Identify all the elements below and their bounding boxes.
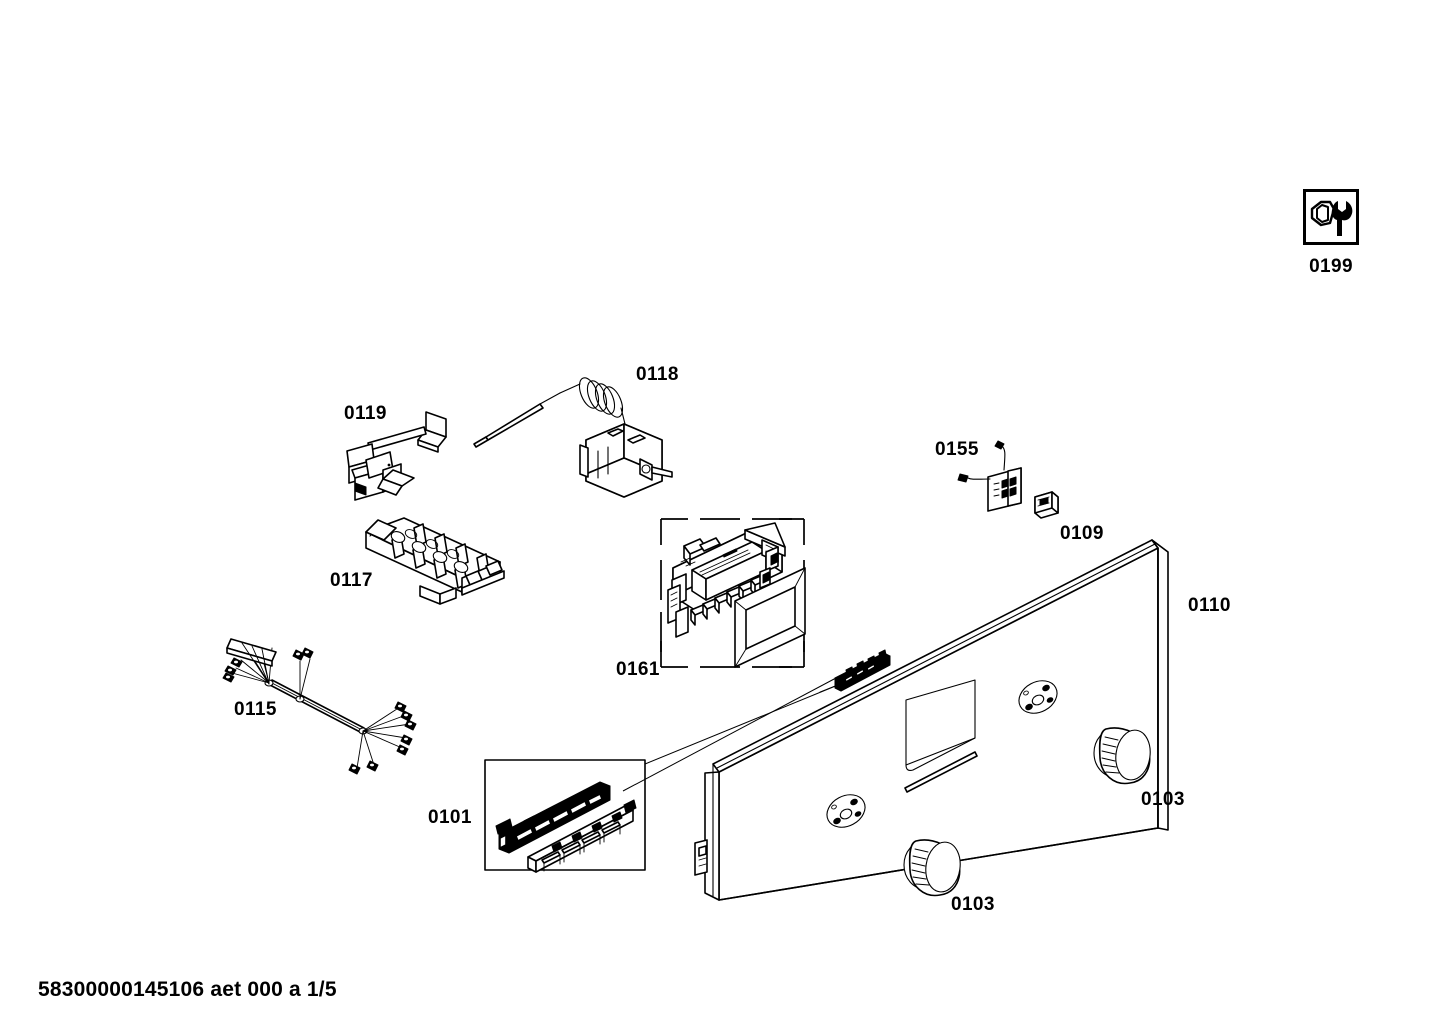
part-0119-mounting-bracket <box>346 411 447 501</box>
pcb-components <box>993 476 1017 499</box>
wrench-and-nut-icon-svg <box>1303 189 1359 245</box>
part-label-0161: 0161 <box>616 659 660 680</box>
knob-mount-rosette-lower <box>826 794 866 828</box>
contact-posts <box>390 529 469 573</box>
part-0103-control-knob-upper <box>1093 727 1151 785</box>
spade-terminals-right <box>348 701 417 775</box>
part-label-0110: 0110 <box>1188 595 1231 616</box>
service-icon-label: 0199 <box>1309 256 1353 277</box>
leader-line-0101-b <box>622 677 837 792</box>
document-footer-code: 58300000145106 aet 000 a 1/5 <box>38 978 337 1001</box>
part-label-0155: 0155 <box>935 439 979 460</box>
button-bar-keys <box>541 821 621 872</box>
part-label-0117: 0117 <box>330 570 373 591</box>
knob-knurl-ribs-lower <box>911 848 930 886</box>
part-label-0118: 0118 <box>636 364 679 385</box>
part-label-0103-lower: 0103 <box>951 894 995 915</box>
button-bar-tabs <box>551 811 623 853</box>
part-label-0115: 0115 <box>234 699 277 720</box>
part-label-0109: 0109 <box>1060 523 1104 544</box>
keypad-buttons <box>690 574 768 626</box>
knob-knurl-ribs <box>1101 736 1120 774</box>
part-0161-display-control-module <box>667 522 806 668</box>
strip-latch-tabs <box>523 782 603 829</box>
part-label-0103-upper: 0103 <box>1141 789 1185 810</box>
part-0101-switch-button-strip <box>495 781 637 873</box>
part-0117-terminal-block <box>365 517 505 605</box>
part-0118-thermostat-with-capillary <box>473 377 673 498</box>
knob-mount-rosette-upper <box>1018 680 1058 714</box>
capillary-coil <box>578 377 624 418</box>
switch-strip-teeth <box>844 649 887 683</box>
strip-key-windows <box>515 793 603 842</box>
part-0109-connector-block <box>1034 491 1059 519</box>
wrench-and-nut-icon <box>1303 189 1359 245</box>
part-label-0119: 0119 <box>344 403 387 424</box>
switch-strip-on-panel <box>819 649 891 693</box>
spade-terminals-left <box>222 657 243 683</box>
part-0110-control-panel-fascia <box>694 539 1169 901</box>
spade-terminals-mid <box>292 647 314 661</box>
leader-line-0101 <box>644 684 839 765</box>
part-0103-control-knob-lower <box>903 839 961 897</box>
part-0155-relay-pcb-with-leads <box>957 440 1022 512</box>
part-label-0101: 0101 <box>428 807 472 828</box>
part-0115-wiring-harness <box>222 638 417 775</box>
